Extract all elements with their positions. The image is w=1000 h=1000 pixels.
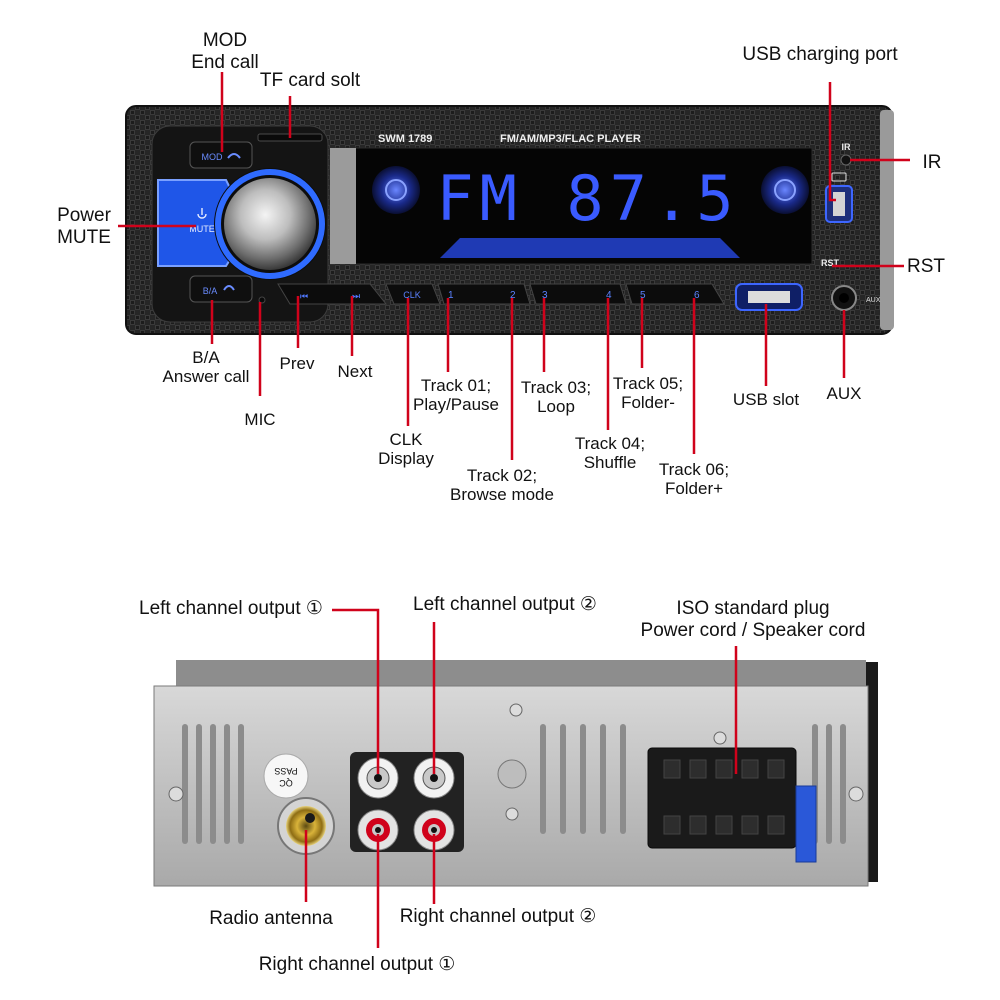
player-title: FM/AM/MP3/FLAC PLAYER	[500, 133, 641, 145]
rear-panel: QC PASS	[153, 660, 878, 887]
track-button-3-4[interactable]	[529, 283, 627, 305]
equalizer-bars-icon	[440, 238, 740, 258]
aux-mark: AUX	[866, 297, 881, 304]
label-ir: IR	[922, 152, 942, 173]
qc-text: QC	[279, 778, 293, 788]
screw-top	[509, 703, 523, 717]
track-num-5: 5	[640, 290, 646, 301]
screw-right	[848, 786, 864, 802]
screw-iso	[713, 731, 727, 745]
label-ba-answer-call: B/A Answer call	[162, 348, 250, 386]
screw-left	[168, 786, 184, 802]
label-right-channel-output-2: Right channel output ②	[399, 906, 597, 927]
mount-hole	[497, 759, 527, 789]
ir-sensor	[840, 154, 852, 166]
mod-button-label: MOD	[202, 152, 223, 162]
callout-left1	[332, 608, 380, 774]
prev-next-button[interactable]	[277, 283, 388, 305]
label-track06: Track 06; Folder+	[658, 460, 730, 498]
track-num-1: 1	[448, 290, 454, 301]
left-speaker-icon	[372, 166, 420, 214]
clk-button[interactable]	[385, 283, 441, 305]
label-prev: Prev	[279, 354, 315, 373]
track-num-6: 6	[694, 290, 700, 301]
label-track05: Track 05; Folder-	[612, 374, 684, 412]
label-mod-end-call: MOD End call	[191, 30, 259, 73]
label-track04: Track 04; Shuffle	[574, 434, 646, 472]
right-speaker-icon	[761, 166, 809, 214]
radio-antenna-socket[interactable]	[286, 806, 326, 846]
front-panel: MOD MUTE B/A SWM 1789 FM/AM/MP3/FLAC PLA…	[125, 105, 894, 335]
label-left-channel-output-2: Left channel output ②	[413, 594, 597, 615]
rca-right1[interactable]	[357, 809, 399, 851]
rca-right2[interactable]	[413, 809, 455, 851]
track-button-1-2[interactable]	[437, 283, 531, 305]
knob-glow	[215, 169, 325, 279]
track-num-2: 2	[510, 290, 516, 301]
clk-button-label: CLK	[403, 290, 421, 300]
label-track01: Track 01; Play/Pause	[413, 376, 499, 414]
frequency-display: FM 87.5	[436, 162, 739, 235]
rst-mark: RST	[821, 258, 840, 268]
left-speaker-cone	[385, 179, 407, 201]
mute-button-label: MUTE	[189, 224, 215, 234]
label-next: Next	[337, 362, 373, 381]
battery-icon	[831, 172, 847, 182]
callout-usb-charging	[828, 82, 836, 202]
prev-icon: ⏮	[300, 292, 308, 302]
rear-callout-lines	[304, 608, 738, 948]
label-rst: RST	[907, 256, 945, 277]
ir-mark: IR	[842, 142, 852, 152]
label-left-channel-output-1: Left channel output ①	[139, 598, 323, 619]
fuse	[795, 785, 817, 863]
label-clk-display: CLK Display	[378, 430, 434, 468]
display-bezel	[330, 148, 356, 264]
label-track03: Track 03; Loop	[520, 378, 592, 416]
phone-answer-icon	[223, 285, 235, 291]
label-aux: AUX	[826, 384, 862, 403]
label-right-channel-output-1: Right channel output ①	[258, 954, 456, 975]
label-power-mute: Power MUTE	[57, 205, 111, 248]
label-track02: Track 02; Browse mode	[450, 466, 554, 504]
ba-button-label: B/A	[203, 286, 218, 296]
faceplate-edge	[880, 110, 894, 330]
ba-button[interactable]	[189, 275, 253, 303]
right-speaker-cone	[774, 179, 796, 201]
track-num-3: 3	[542, 290, 548, 301]
mic-hole	[258, 296, 266, 304]
qc-sticker	[263, 753, 309, 799]
phone-hangup-icon	[227, 153, 241, 159]
label-radio-antenna: Radio antenna	[209, 908, 333, 929]
screw-middle	[505, 807, 519, 821]
usb-slot-contacts	[748, 291, 790, 303]
chassis-top	[176, 660, 866, 686]
usb-charging-contacts	[833, 192, 845, 216]
front-callout-lines	[118, 72, 910, 460]
pass-text: PASS	[274, 766, 297, 776]
power-icon	[197, 213, 207, 219]
volume-knob[interactable]	[224, 178, 316, 270]
label-mic: MIC	[244, 410, 276, 429]
label-usb-slot: USB slot	[732, 390, 800, 409]
next-icon: ⏭	[352, 292, 360, 302]
label-usb-charging-port: USB charging port	[742, 44, 898, 65]
label-iso-standard-plug: ISO standard plug Power cord / Speaker c…	[640, 598, 866, 641]
aux-jack-hole	[839, 293, 849, 303]
label-tf-card-slot: TF card solt	[259, 70, 361, 91]
track-num-4: 4	[606, 290, 612, 301]
model-number: SWM 1789	[378, 133, 432, 145]
antenna-pin	[305, 813, 315, 823]
faceplate-side	[866, 662, 878, 882]
track-button-5-6[interactable]	[625, 283, 725, 305]
